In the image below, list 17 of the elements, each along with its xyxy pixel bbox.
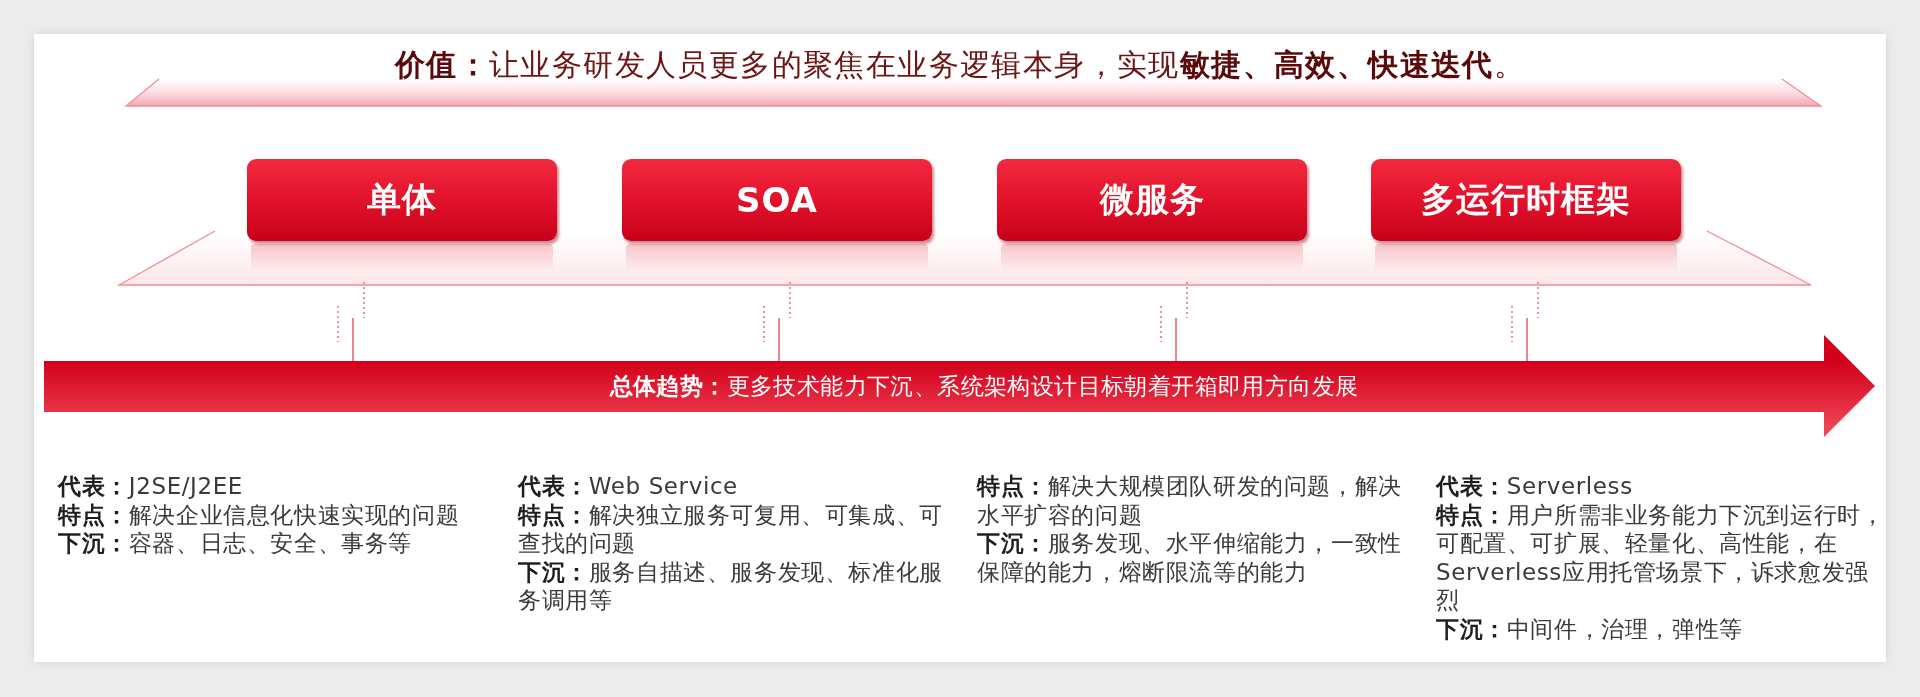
title-text: 价值：让业务研发人员更多的聚焦在业务逻辑本身，实现敏捷、高效、快速迭代。 xyxy=(393,47,1527,83)
stage-box: SOA xyxy=(622,159,932,241)
stage-box: 微服务 xyxy=(997,159,1307,241)
description-text: 代表：Serverless xyxy=(1436,472,1634,501)
description-text: 特点：解决独立服务可复用、可集成、可查找的问题 xyxy=(518,500,944,558)
description-text: 下沉：容器、日志、安全、事务等 xyxy=(58,529,413,558)
description-text: 下沉：服务自描述、服务发现、标准化服务调用等 xyxy=(518,557,944,615)
description-text: 下沉：中间件，治理，弹性等 xyxy=(1436,614,1744,643)
description-text: 代表：J2SE/J2EE xyxy=(58,472,244,501)
trend-arrow: 总体趋势：更多技术能力下沉、系统架构设计目标朝着开箱即用方向发展 xyxy=(44,335,1875,437)
stage-box: 单体 xyxy=(247,159,557,241)
description-text: 下沉：服务发现、水平伸缩能力，一致性保障的能力，熔断限流等的能力 xyxy=(977,529,1403,586)
description-text: 特点：解决大规模团队研发的问题，解决水平扩容的问题 xyxy=(977,472,1403,529)
stage-box: 多运行时框架 xyxy=(1371,159,1681,241)
description-text: 特点：解决企业信息化快速实现的问题 xyxy=(58,500,461,529)
description-text: 特点：用户所需非业务能力下沉到运行时，可配置、可扩展、轻量化、高性能，在Serverless应用托管场景下，诉求愈发强烈 xyxy=(1436,500,1886,615)
description-text: 代表：Web Service xyxy=(518,472,739,501)
